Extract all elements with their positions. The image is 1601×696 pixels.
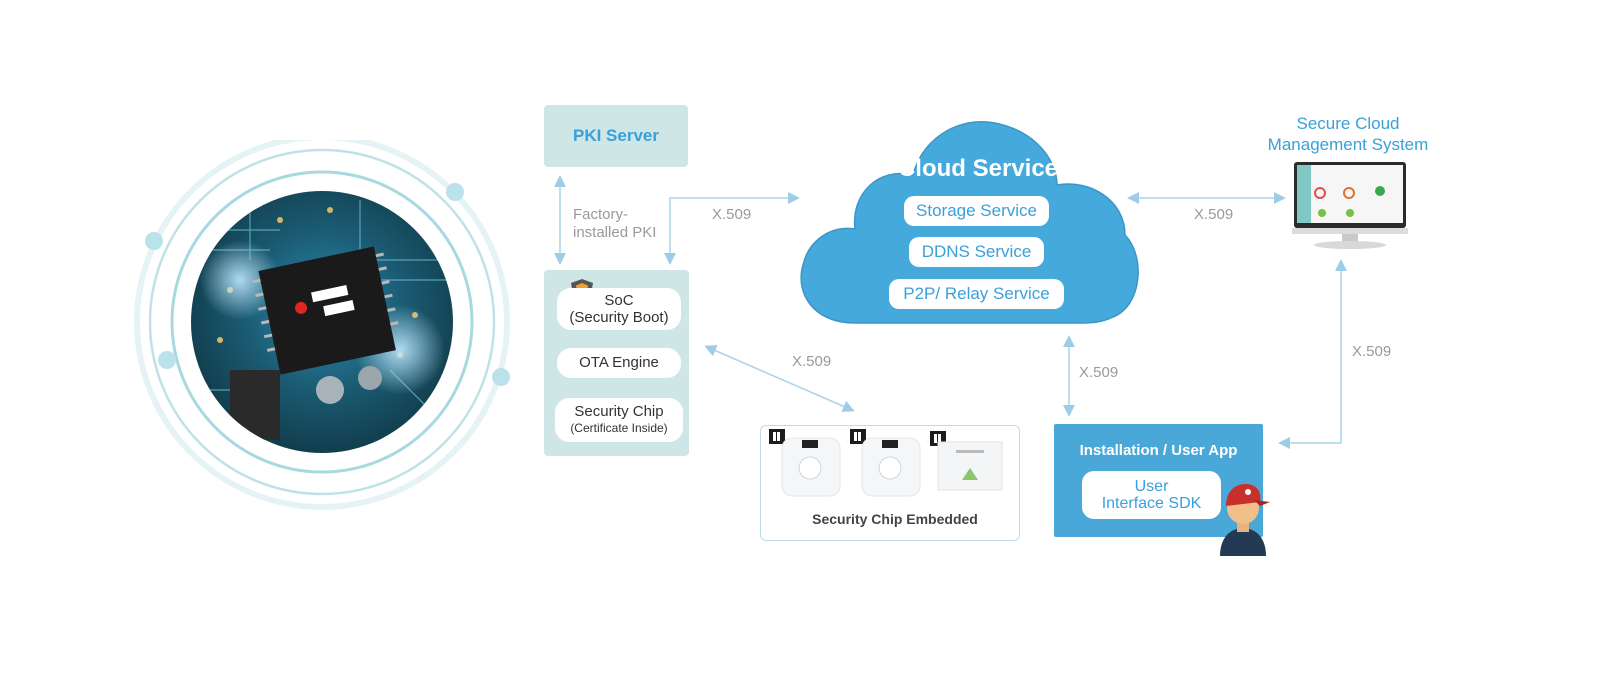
management-title-line2: Management System [1267,135,1429,154]
sdk-line1: User [1134,478,1169,495]
soc-box: SoC (Security Boot) [557,288,681,330]
security-chip-box: Security Chip (Certificate Inside) [555,398,683,442]
relay-service-label: P2P/ Relay Service [903,284,1050,303]
soc-sublabel: (Security Boot) [569,309,669,326]
ddns-service-label: DDNS Service [921,242,1032,261]
sdk-line2: Interface SDK [1101,495,1202,512]
pki-server-box: PKI Server [544,105,688,167]
circuit-board-image [134,134,510,510]
x509-label-cloud-management: X.509 [1194,206,1234,223]
x509-label-device-cloud: X.509 [712,206,752,223]
cloud-title: Cloud Service [897,155,1059,182]
circuit-illustration [130,134,520,510]
security-chip-label: Security Chip [574,403,664,420]
security-chip-sublabel: (Certificate Inside) [570,421,668,435]
relay-service-box: P2P/ Relay Service [889,279,1064,309]
ota-engine-box: OTA Engine [557,348,681,378]
ota-engine-label: OTA Engine [579,354,659,371]
factory-pki-label: Factory- installed PKI [573,206,656,242]
storage-service-box: Storage Service [904,196,1049,226]
pki-server-label: PKI Server [573,126,659,145]
embedded-devices-label: Security Chip Embedded [812,511,978,527]
user-app-title: Installation / User App [1079,442,1238,459]
x509-label-management-app: X.509 [1352,343,1392,360]
factory-pki-line2: installed PKI [573,224,657,241]
embedded-devices-illustration [769,429,1003,497]
management-title-line1: Secure Cloud [1296,114,1400,133]
x509-label-device-embedded: X.509 [792,353,832,370]
factory-pki-line1: Factory- [573,206,629,223]
monitor-icon [1292,162,1408,249]
ddns-service-box: DDNS Service [909,237,1044,267]
soc-label: SoC [604,292,634,309]
storage-service-label: Storage Service [916,201,1037,220]
user-interface-sdk-box: User Interface SDK [1082,471,1221,519]
x509-label-cloud-app: X.509 [1079,364,1119,381]
user-avatar-icon [1220,484,1270,556]
management-title: Secure Cloud Management System [1258,113,1438,155]
